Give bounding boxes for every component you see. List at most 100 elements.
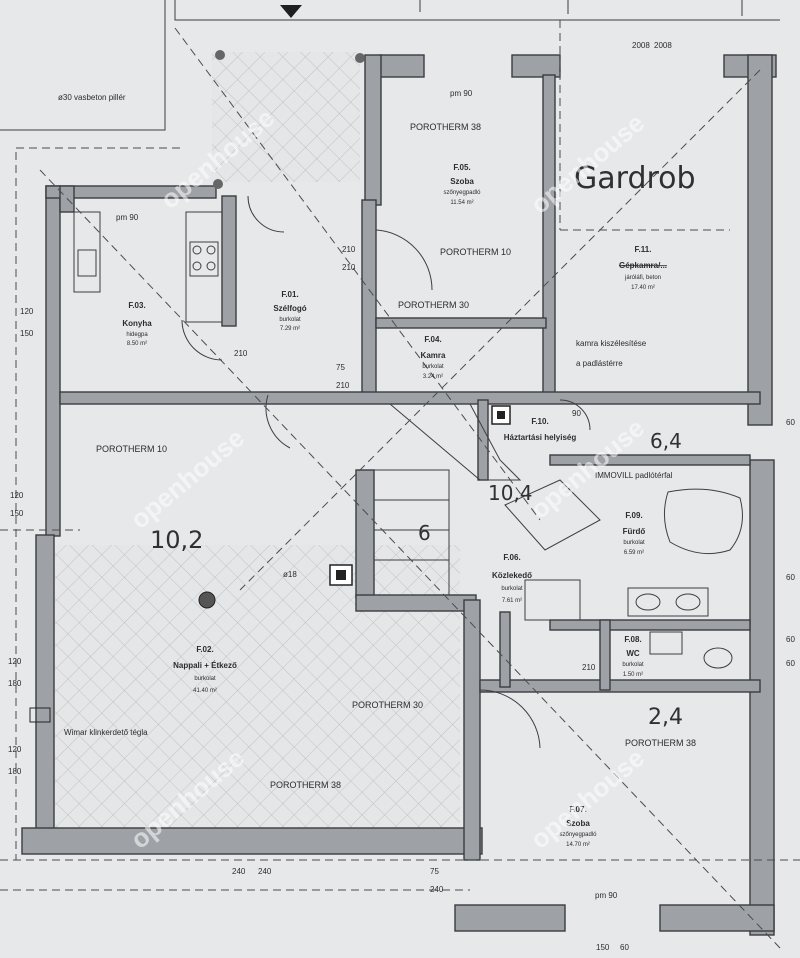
svg-text:2008: 2008: [654, 41, 672, 50]
room-szoba-2: F.07. Szoba szőnyegpadló 14.70 m²: [559, 805, 597, 848]
svg-text:POROTHERM 30: POROTHERM 30: [352, 700, 423, 710]
svg-text:14.70 m²: 14.70 m²: [566, 842, 590, 848]
terrace-pillar-2: [355, 53, 365, 63]
terrace-grid: [212, 52, 360, 182]
svg-text:Szoba: Szoba: [566, 819, 590, 828]
room-kamra: F.04. Kamra burkolat 3.24 m²: [421, 335, 446, 380]
svg-text:240: 240: [430, 885, 444, 894]
wall-notes: POROTHERM 38 POROTHERM 10 POROTHERM 30 P…: [58, 93, 696, 790]
svg-text:F.05.: F.05.: [453, 163, 470, 172]
svg-text:burkolat: burkolat: [279, 317, 301, 323]
svg-text:WC: WC: [626, 649, 640, 658]
svg-text:burkolat: burkolat: [194, 676, 216, 682]
svg-text:41.40 m²: 41.40 m²: [193, 688, 217, 694]
svg-text:210: 210: [336, 381, 350, 390]
svg-text:120: 120: [20, 307, 34, 316]
bathroom-fixtures: [627, 488, 743, 669]
svg-text:120: 120: [10, 491, 24, 500]
svg-text:60: 60: [786, 418, 795, 427]
svg-text:60: 60: [620, 943, 629, 952]
svg-text:F.09.: F.09.: [625, 511, 642, 520]
svg-text:F.11.: F.11.: [635, 245, 652, 254]
svg-text:Wimar klinkerdető tégla: Wimar klinkerdető tégla: [64, 728, 148, 737]
handwritten-note-1: 6,4: [650, 429, 682, 453]
svg-text:210: 210: [342, 263, 356, 272]
room-wc: F.08. WC burkolat 1.50 m²: [622, 635, 644, 678]
svg-text:180: 180: [8, 679, 22, 688]
svg-text:kamra kiszélesítése: kamra kiszélesítése: [576, 339, 647, 348]
svg-text:F.06.: F.06.: [503, 553, 520, 562]
terrace-pillar-1: [215, 50, 225, 60]
dimension-labels: pm 90 pm 90 pm 90 120 150 120 150 120 18…: [8, 41, 795, 952]
svg-text:3.24 m²: 3.24 m²: [423, 374, 443, 380]
svg-text:Konyha: Konyha: [122, 319, 152, 328]
svg-text:szőnyegpadló: szőnyegpadló: [559, 832, 597, 838]
svg-text:60: 60: [786, 659, 795, 668]
svg-text:IMMOVILL padlótérfal: IMMOVILL padlótérfal: [595, 471, 673, 480]
outer-walls: [21, 54, 777, 936]
svg-text:F.07.: F.07.: [569, 805, 586, 814]
svg-text:75: 75: [336, 363, 345, 372]
svg-text:F.10.: F.10.: [531, 417, 548, 426]
svg-text:Gépkamra/...: Gépkamra/...: [619, 261, 667, 270]
svg-text:szőnyegpadló: szőnyegpadló: [443, 190, 481, 196]
klinker-box: [29, 707, 51, 723]
svg-text:ø30 vasbeton pillér: ø30 vasbeton pillér: [58, 93, 126, 102]
svg-text:Szélfogó: Szélfogó: [273, 304, 306, 313]
svg-text:8.50 m²: 8.50 m²: [127, 341, 147, 347]
room-szelfogo: F.01. Szélfogó burkolat 7.29 m²: [273, 290, 306, 332]
room-nappali: F.02. Nappali + Étkező burkolat 41.40 m²: [173, 645, 237, 694]
handwritten-note-3: 6: [418, 521, 431, 545]
svg-text:F.02.: F.02.: [196, 645, 213, 654]
svg-text:210: 210: [342, 245, 356, 254]
inner-walls: [59, 74, 761, 861]
svg-text:POROTHERM 10: POROTHERM 10: [440, 247, 511, 257]
svg-text:210: 210: [234, 349, 248, 358]
svg-text:Kamra: Kamra: [421, 351, 446, 360]
svg-text:POROTHERM 38: POROTHERM 38: [625, 738, 696, 748]
svg-text:burkolat: burkolat: [422, 364, 444, 370]
svg-text:burkolat: burkolat: [501, 586, 523, 592]
svg-text:150: 150: [10, 509, 24, 518]
handwritten-note-2: 10,4: [488, 481, 533, 505]
svg-text:burkolat: burkolat: [623, 540, 645, 546]
kitchen-counter: [73, 211, 223, 323]
svg-text:burkolat: burkolat: [622, 662, 644, 668]
handwritten-note-5: 10,2: [150, 526, 203, 554]
svg-text:120: 120: [8, 745, 22, 754]
svg-text:7.61 m²: 7.61 m²: [502, 598, 522, 604]
svg-text:150: 150: [20, 329, 34, 338]
svg-text:180: 180: [8, 767, 22, 776]
svg-text:a padlástérre: a padlástérre: [576, 359, 623, 368]
svg-text:90: 90: [572, 409, 581, 418]
room-gardrob: F.11. Gépkamra/... járóláfi, beton 17.40…: [619, 245, 667, 291]
terrace-pillar-3: [213, 179, 223, 189]
room-szoba-1: F.05. Szoba szőnyegpadló 11.54 m²: [443, 163, 481, 206]
handwritten-gardrob: Gardrob: [574, 161, 696, 196]
frame-lines: [0, 0, 780, 131]
svg-text:60: 60: [786, 635, 795, 644]
room-konyha: F.03. Konyha hidegpa 8.50 m²: [122, 301, 152, 347]
svg-text:pm 90: pm 90: [116, 213, 139, 222]
svg-text:120: 120: [8, 657, 22, 666]
svg-text:POROTHERM 10: POROTHERM 10: [96, 444, 167, 454]
svg-text:pm 90: pm 90: [595, 891, 618, 900]
svg-text:2008: 2008: [632, 41, 650, 50]
svg-text:Nappali + Étkező: Nappali + Étkező: [173, 661, 237, 670]
roof-outline: [0, 20, 800, 949]
svg-text:60: 60: [786, 573, 795, 582]
room-kozlekedo: F.06. Közlekedő burkolat 7.61 m²: [492, 553, 532, 604]
svg-text:Közlekedő: Közlekedő: [492, 571, 532, 580]
room-haztartasi: F.10. Háztartási helyiség: [504, 417, 577, 442]
handwritten-note-4: 2,4: [648, 705, 683, 730]
door-swings: [181, 195, 591, 749]
svg-text:240: 240: [232, 867, 246, 876]
living-floor-grid: [55, 545, 460, 830]
svg-text:210: 210: [582, 663, 596, 672]
svg-text:POROTHERM 38: POROTHERM 38: [270, 780, 341, 790]
svg-text:Háztartási helyiség: Háztartási helyiség: [504, 433, 577, 442]
svg-text:POROTHERM 38: POROTHERM 38: [410, 122, 481, 132]
svg-text:F.04.: F.04.: [424, 335, 441, 344]
svg-text:F.08.: F.08.: [624, 635, 641, 644]
